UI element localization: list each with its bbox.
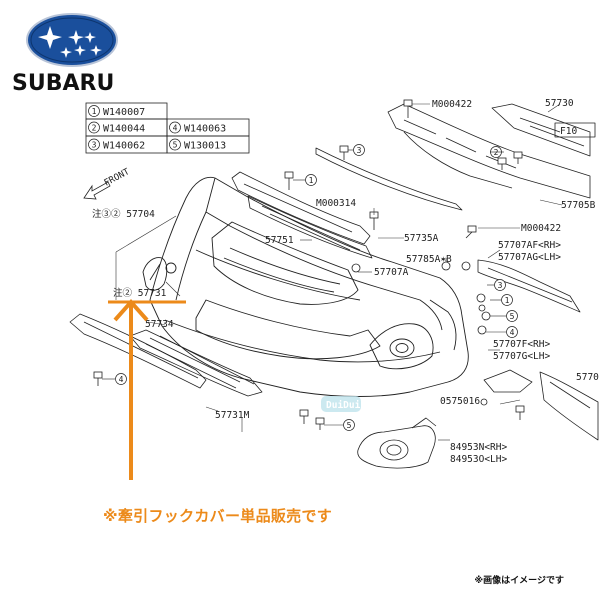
label-57707F: 57707F<RH> bbox=[493, 339, 550, 350]
fasteners bbox=[93, 99, 525, 430]
watermark-text: DuiDui bbox=[326, 400, 361, 411]
callout-4b: 4 bbox=[119, 375, 124, 384]
upper-grille-parts bbox=[231, 103, 599, 441]
legend-num-1: 1 bbox=[92, 107, 97, 116]
label-57751: 57751 bbox=[265, 235, 294, 246]
legend-num-4: 4 bbox=[173, 124, 178, 133]
label-84953N: 84953N<RH> bbox=[450, 442, 507, 453]
clip-icon bbox=[351, 261, 491, 406]
subaru-logo: SUBARU bbox=[12, 13, 118, 96]
bolt-icon bbox=[93, 99, 525, 430]
label-57734: 57734 bbox=[145, 319, 174, 330]
label-57705B: 57705B bbox=[561, 200, 596, 211]
legend-code-4: W140063 bbox=[184, 124, 226, 135]
label-57785A: 57785A✶B bbox=[406, 254, 452, 265]
brand-name: SUBARU bbox=[12, 71, 114, 96]
label-57707G: 57707G<LH> bbox=[493, 351, 550, 362]
label-57707AF: 57707AF<RH> bbox=[498, 240, 561, 251]
label-5770-partial: 5770 bbox=[576, 372, 599, 383]
fastener-legend: 1 2 3 4 5 W140007 W140044 W140062 W14006… bbox=[85, 102, 250, 154]
fastener-callouts: 1 3 2 3 1 5 4 4 5 bbox=[102, 144, 518, 431]
legend-code-1: W140007 bbox=[103, 107, 145, 118]
label-M000422-top: M000422 bbox=[432, 99, 472, 110]
callout-1b: 1 bbox=[505, 296, 510, 305]
callout-3: 3 bbox=[357, 146, 362, 155]
label-84953O: 84953O<LH> bbox=[450, 454, 507, 465]
callout-4: 4 bbox=[510, 328, 515, 337]
label-M000314: M000314 bbox=[316, 198, 356, 209]
sale-note: ※牽引フックカバー単品販売です bbox=[103, 507, 333, 525]
legend-code-3: W140062 bbox=[103, 141, 145, 152]
image-disclaimer: ※画像はイメージです bbox=[474, 576, 564, 586]
front-label: FRONT bbox=[103, 167, 132, 189]
callout-2: 2 bbox=[494, 148, 499, 157]
label-57735A: 57735A bbox=[404, 233, 439, 244]
lower-parts bbox=[69, 313, 437, 469]
callout-3b: 3 bbox=[498, 281, 503, 290]
label-57704: 注③② 57704 bbox=[92, 208, 155, 220]
front-direction-arrow: FRONT bbox=[83, 167, 132, 200]
callout-5b: 5 bbox=[347, 421, 352, 430]
label-57731: 注② 57731 bbox=[113, 287, 167, 299]
front-bumper-fascia bbox=[142, 176, 469, 397]
legend-code-2: W140044 bbox=[103, 124, 145, 135]
legend-num-3: 3 bbox=[92, 141, 97, 150]
label-F10: F10 bbox=[560, 126, 577, 137]
callout-1: 1 bbox=[309, 176, 314, 185]
label-0575016: 0575016 bbox=[440, 396, 480, 407]
legend-num-2: 2 bbox=[92, 124, 97, 133]
label-57707A: 57707A bbox=[374, 267, 409, 278]
legend-code-5: W130013 bbox=[184, 141, 226, 152]
callout-5: 5 bbox=[510, 312, 515, 321]
label-M000422-mid: M000422 bbox=[521, 223, 561, 234]
part-labels: M000422 57730 F10 57705B M000314 M000422… bbox=[92, 98, 599, 465]
watermark: DuiDui bbox=[321, 396, 361, 412]
tow-hook-cover-highlight bbox=[108, 298, 186, 480]
label-57731M: 57731M bbox=[215, 410, 250, 421]
legend-num-5: 5 bbox=[173, 141, 178, 150]
leader-lines bbox=[115, 103, 563, 441]
label-57707AG: 57707AG<LH> bbox=[498, 252, 561, 263]
label-57730: 57730 bbox=[545, 98, 574, 109]
